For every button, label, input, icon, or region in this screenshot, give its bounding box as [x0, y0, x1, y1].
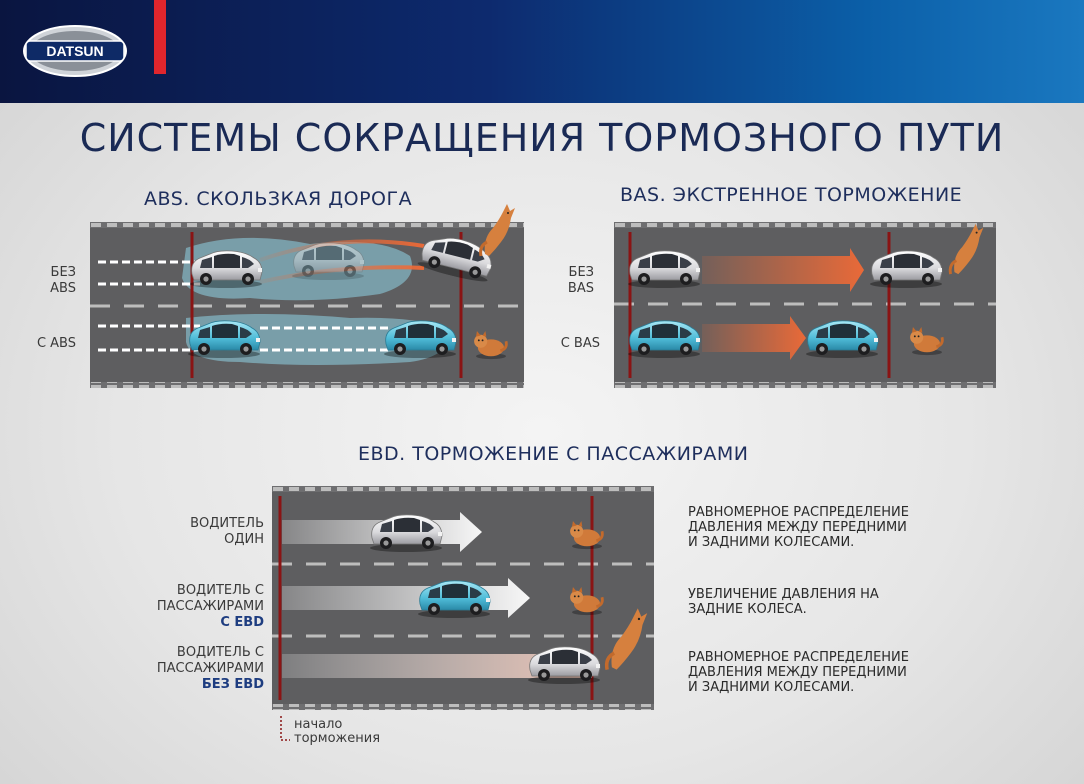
ebd-title: EBD. ТОРМОЖЕНИЕ С ПАССАЖИРАМИ — [358, 443, 749, 465]
abs-without-line1: БЕЗ — [50, 265, 76, 280]
ebd-row2-desc2: ЗАДНИЕ КОЛЕСА. — [688, 602, 807, 617]
cat-icon — [944, 222, 988, 276]
cat-icon — [602, 606, 650, 672]
datsun-logo[interactable]: DATSUN — [22, 24, 128, 78]
ebd-row1-line2: ОДИН — [224, 532, 264, 547]
ebd-row2-line2: ПАССАЖИРАМИ — [156, 599, 264, 614]
brake-start-legend — [280, 716, 292, 742]
abs-road-diagram — [90, 222, 524, 388]
bas-without-label: БЕЗ BAS — [548, 265, 594, 297]
ebd-row2-tag: С EBD — [220, 615, 264, 630]
ebd-road-diagram — [272, 486, 654, 710]
ebd-row3-desc2: ДАВЛЕНИЯ МЕЖДУ ПЕРЕДНИМИ — [688, 665, 907, 680]
arrow-icon — [282, 654, 592, 678]
bas-without-line2: BAS — [567, 281, 594, 296]
arrow-icon — [702, 248, 864, 292]
abs-with-label: С ABS — [36, 336, 76, 351]
bas-without-line1: БЕЗ — [568, 265, 594, 280]
ebd-row1-desc3: И ЗАДНИМИ КОЛЕСАМИ. — [688, 535, 855, 550]
arrow-icon — [702, 316, 806, 360]
cat-icon — [474, 202, 520, 258]
abs-without-label: БЕЗ ABS — [30, 265, 76, 297]
ebd-row3-desc1: РАВНОМЕРНОЕ РАСПРЕДЕЛЕНИЕ — [688, 650, 909, 665]
ebd-row3-label: ВОДИТЕЛЬ С ПАССАЖИРАМИ БЕЗ EBD — [120, 645, 264, 693]
abs-title: ABS. СКОЛЬЗКАЯ ДОРОГА — [144, 188, 413, 210]
bas-title: BAS. ЭКСТРЕННОЕ ТОРМОЖЕНИЕ — [620, 184, 963, 206]
ebd-row3-desc3: И ЗАДНИМИ КОЛЕСАМИ. — [688, 680, 855, 695]
ebd-row1-description: РАВНОМЕРНОЕ РАСПРЕДЕЛЕНИЕ ДАВЛЕНИЯ МЕЖДУ… — [688, 505, 909, 550]
logo-text: DATSUN — [46, 43, 103, 59]
ebd-row1-line1: ВОДИТЕЛЬ — [190, 516, 264, 531]
ebd-row2-description: УВЕЛИЧЕНИЕ ДАВЛЕНИЯ НА ЗАДНИЕ КОЛЕСА. — [688, 587, 879, 617]
abs-without-line2: ABS — [50, 281, 76, 296]
brake-start-legend-text: начало торможения — [294, 718, 380, 746]
header-bar — [0, 0, 1084, 103]
bas-with-label: С BAS — [560, 336, 600, 351]
page-title: СИСТЕМЫ СОКРАЩЕНИЯ ТОРМОЗНОГО ПУТИ — [79, 116, 1005, 160]
ebd-row3-line2: ПАССАЖИРАМИ — [156, 661, 264, 676]
legend-line2: торможения — [294, 731, 381, 746]
ebd-row2-desc1: УВЕЛИЧЕНИЕ ДАВЛЕНИЯ НА — [688, 587, 879, 602]
ebd-row1-desc1: РАВНОМЕРНОЕ РАСПРЕДЕЛЕНИЕ — [688, 505, 909, 520]
ebd-row3-tag: БЕЗ EBD — [201, 677, 264, 692]
ebd-row3-description: РАВНОМЕРНОЕ РАСПРЕДЕЛЕНИЕ ДАВЛЕНИЯ МЕЖДУ… — [688, 650, 909, 695]
ebd-row1-label: ВОДИТЕЛЬ ОДИН — [140, 516, 264, 548]
bas-road-diagram — [614, 222, 996, 388]
ebd-row3-line1: ВОДИТЕЛЬ С — [176, 645, 264, 660]
legend-line1: начало — [294, 717, 343, 732]
ebd-row2-line1: ВОДИТЕЛЬ С — [176, 583, 264, 598]
ebd-row1-desc2: ДАВЛЕНИЯ МЕЖДУ ПЕРЕДНИМИ — [688, 520, 907, 535]
ebd-row2-label: ВОДИТЕЛЬ С ПАССАЖИРАМИ С EBD — [120, 583, 264, 631]
header-accent-bar — [154, 0, 166, 74]
